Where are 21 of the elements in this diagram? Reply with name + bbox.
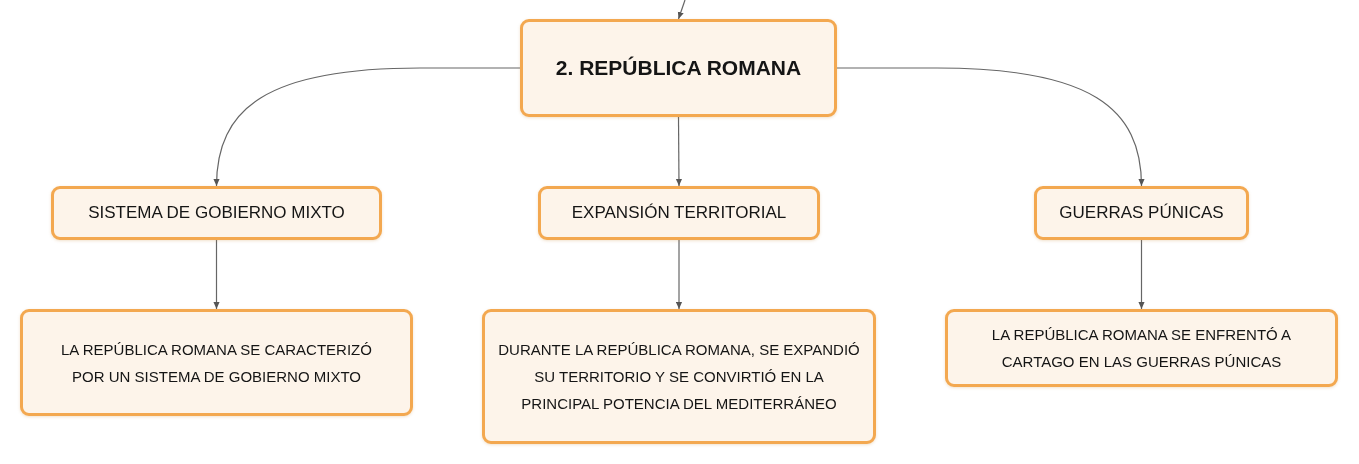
description-text: LA REPÚBLICA ROMANA SE CARACTERIZÓ POR UN SISTEMA DE GOBIERNO MIXTO [60, 339, 373, 387]
description-box [945, 309, 1338, 387]
title-text: 2. REPÚBLICA ROMANA [555, 56, 802, 80]
topic-label: EXPANSIÓN TERRITORIAL [571, 203, 787, 223]
connector-arrow [677, 0, 686, 20]
connector-arrow [1138, 239, 1145, 310]
connector-arrow [836, 67, 1145, 187]
description-text: LA REPÚBLICA ROMANA SE ENFRENTÓ A CARTAGO EN LAS GUERRAS PÚNICAS [990, 325, 1293, 372]
topic-box [51, 186, 382, 240]
connector-arrow [675, 239, 683, 310]
description-box [20, 309, 413, 416]
topic-box [1034, 186, 1249, 240]
topic-label: GUERRAS PÚNICAS [1059, 203, 1224, 223]
topic-label: SISTEMA DE GOBIERNO MIXTO [88, 203, 345, 223]
title-box [520, 19, 837, 117]
connector-arrow [213, 67, 521, 187]
description-text: DURANTE LA REPÚBLICA ROMANA, SE EXPANDIÓ SU TERRITORIO Y SE CONVIRTIÓ EN LA PRINCIPAL POTENCIA DEL MEDITERRÁNEO [497, 340, 861, 414]
description-box [482, 309, 876, 444]
topic-box [538, 186, 820, 240]
connector-arrow [213, 239, 220, 310]
connector-arrow [675, 116, 682, 187]
